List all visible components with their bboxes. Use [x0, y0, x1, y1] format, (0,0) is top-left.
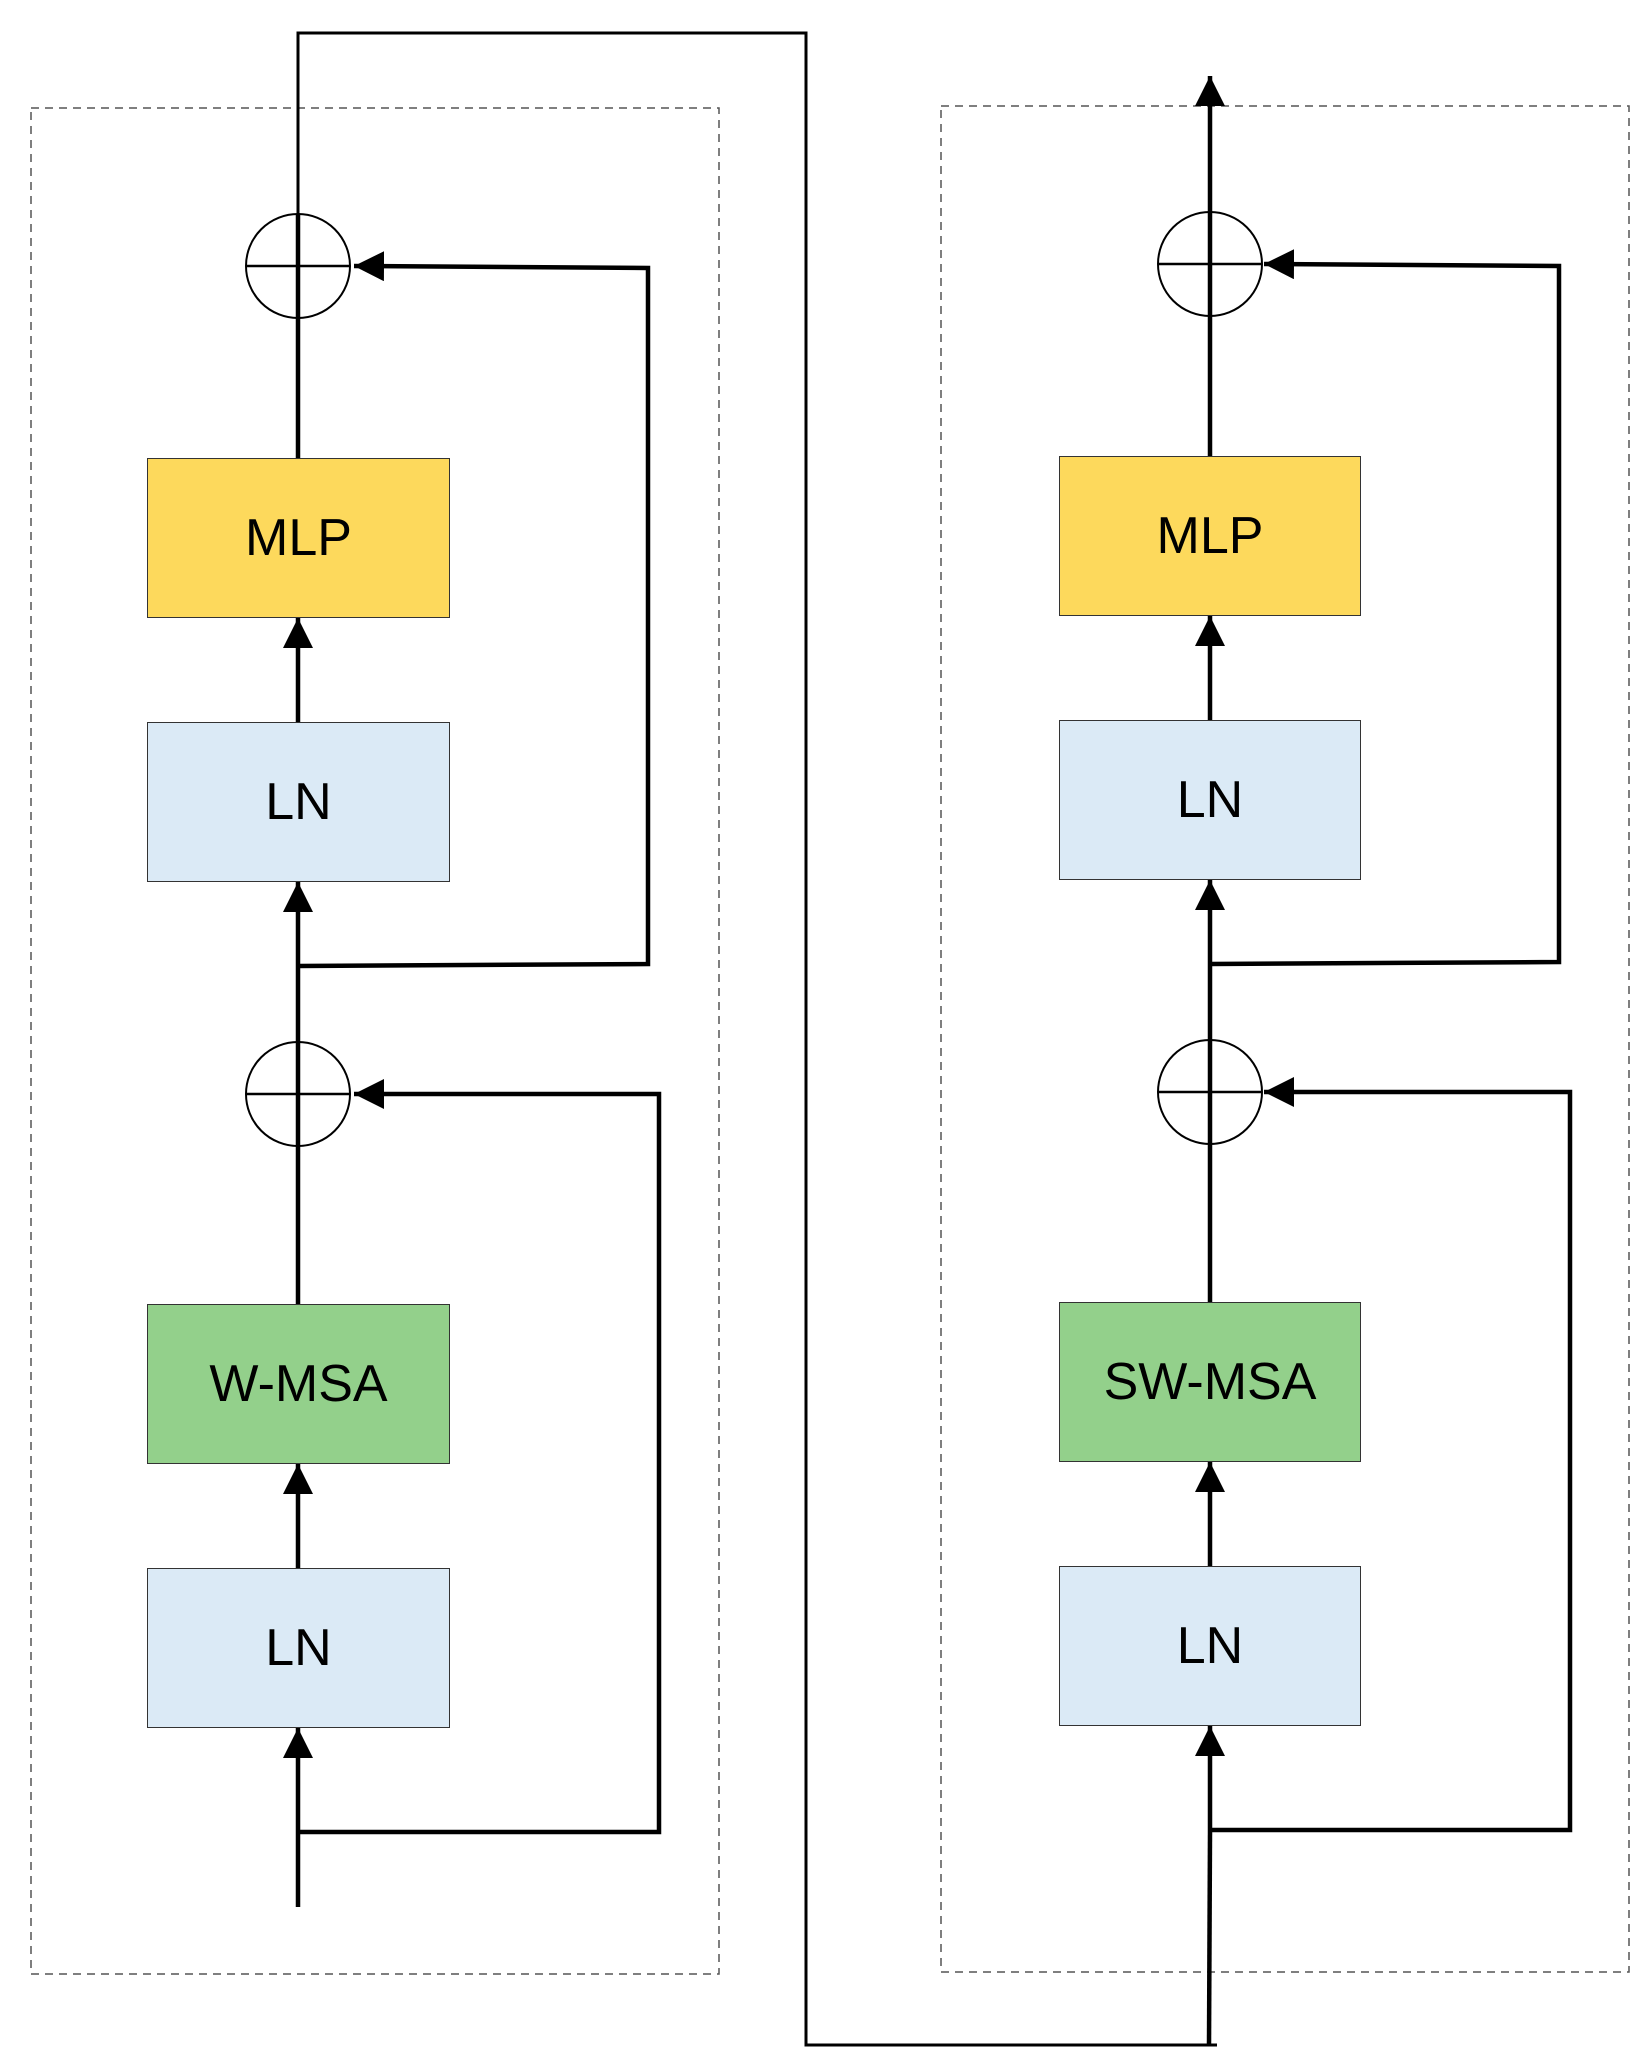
right-residual-1: [1210, 1077, 1573, 1833]
right-ln-bottom-box: LN: [1059, 1566, 1361, 1726]
right-attention-box: SW-MSA: [1059, 1302, 1361, 1462]
left-residual-1: [298, 1079, 662, 1835]
right-input-line: [1206, 1831, 1213, 2046]
left-attention-box: W-MSA: [147, 1304, 450, 1464]
left-ln-bottom-box: LN: [147, 1568, 450, 1728]
right-block-container: [940, 105, 1630, 1973]
left-add-circle-top: [245, 213, 351, 319]
block-connector-line: [296, 31, 1217, 2047]
right-add-circle-top: [1157, 211, 1263, 317]
left-mlp-box: MLP: [147, 458, 450, 618]
right-mlp-label: MLP: [1156, 507, 1264, 565]
right-add-circle-bottom: [1157, 1039, 1263, 1145]
left-ln-bottom-label: LN: [265, 1619, 332, 1677]
right-attention-label: SW-MSA: [1103, 1353, 1317, 1411]
left-mlp-label: MLP: [245, 509, 352, 567]
left-ln-top-box: LN: [147, 722, 450, 882]
left-ln-top-label: LN: [265, 773, 332, 831]
right-ln-top-box: LN: [1059, 720, 1361, 880]
left-residual-2: [297, 251, 651, 969]
left-add-circle-bottom: [245, 1041, 351, 1147]
right-ln-bottom-label: LN: [1176, 1617, 1244, 1675]
right-residual-2: [1209, 249, 1562, 967]
right-ln-top-label: LN: [1176, 771, 1244, 829]
left-attention-label: W-MSA: [209, 1355, 388, 1413]
right-mlp-box: MLP: [1059, 456, 1361, 616]
left-block-container: [30, 107, 720, 1975]
